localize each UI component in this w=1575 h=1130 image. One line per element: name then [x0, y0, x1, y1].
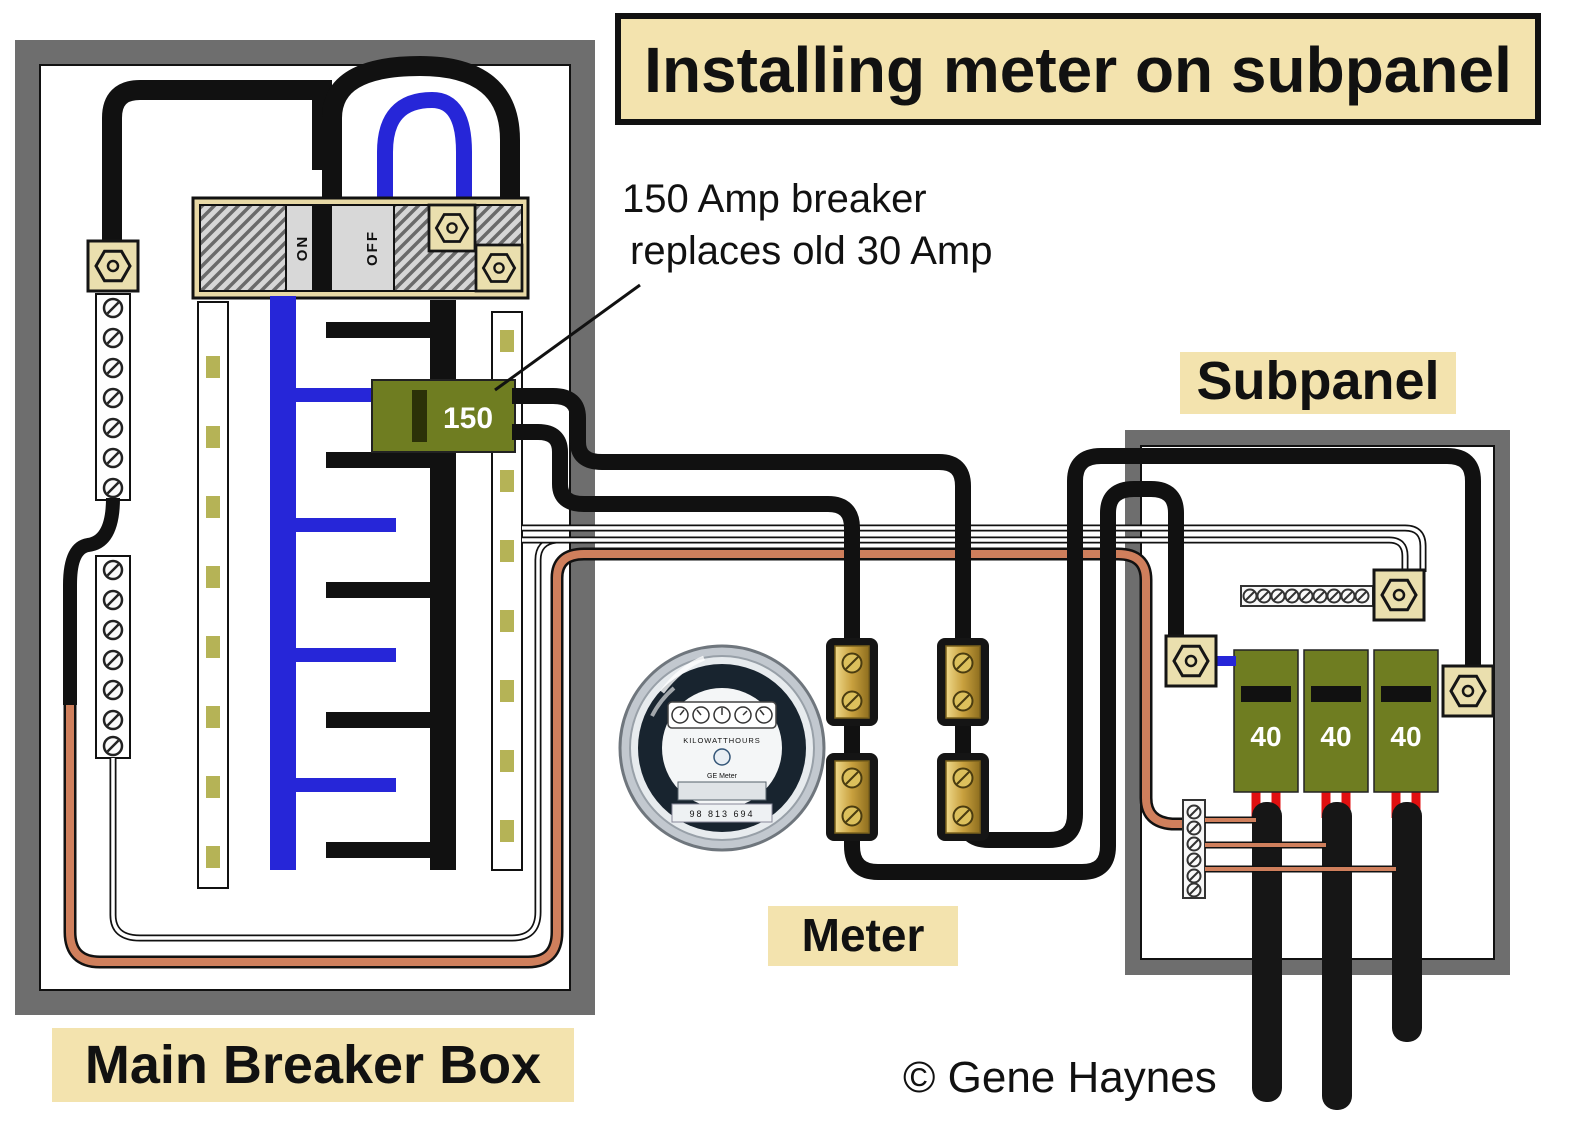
brass-lug-icon — [936, 752, 990, 842]
breaker-40-1-label: 40 — [1250, 721, 1281, 752]
screw-icon — [1186, 868, 1202, 884]
wire-white-inner — [111, 538, 557, 940]
screw-icon — [102, 327, 124, 349]
service-wire-black-loop — [322, 55, 520, 210]
breaker-40-2-label: 40 — [1320, 721, 1351, 752]
screw-icon — [102, 387, 124, 409]
annotation-pointer-line — [494, 283, 641, 392]
meter-dials — [671, 706, 773, 724]
screw-icon — [102, 649, 124, 671]
screw-icon — [1284, 588, 1300, 604]
screw-icon — [102, 477, 124, 499]
cable-3 — [1392, 802, 1422, 1042]
subpanel-label-text: Subpanel — [1196, 351, 1439, 411]
screw-icon — [1270, 588, 1286, 604]
screw-icon — [102, 559, 124, 581]
breaker-150: 150 — [371, 379, 516, 453]
main-breaker-box-label: Main Breaker Box — [52, 1028, 574, 1102]
screw-icon — [1186, 804, 1202, 820]
screw-icon — [1256, 588, 1272, 604]
title-banner: Installing meter on subpanel — [615, 13, 1541, 125]
main-switch: ON OFF — [191, 196, 530, 300]
subpanel-label: Subpanel — [1180, 351, 1456, 414]
title-text: Installing meter on subpanel — [644, 34, 1512, 106]
meter-glass-highlight — [650, 686, 676, 717]
breaker-150-handle — [412, 390, 427, 442]
screw-icon — [1186, 836, 1202, 852]
meter-glass-highlight — [660, 655, 705, 694]
screw-icon — [1312, 588, 1328, 604]
neutral-jumper-wire — [63, 497, 120, 705]
annotation-line2: replaces old 30 Amp — [630, 229, 992, 273]
meter-face-title: KILOWATTHOURS — [683, 736, 761, 745]
wire-neutral-2 — [522, 538, 1407, 572]
wire-copper — [66, 550, 1186, 966]
screw-icon — [102, 679, 124, 701]
cable-1 — [1252, 802, 1282, 1102]
screw-icon — [102, 417, 124, 439]
meter-nameplate — [677, 781, 767, 801]
switch-off-label: OFF — [364, 230, 381, 266]
meter-serial-strip — [671, 803, 773, 823]
wire-hot-2 — [512, 424, 1184, 880]
meter-label: Meter — [768, 906, 958, 966]
screw-icon — [102, 735, 124, 757]
annotation-line1: 150 Amp breaker — [622, 177, 927, 221]
cable-2 — [1322, 802, 1352, 1110]
meter-serial: 98 813 694 — [689, 809, 754, 819]
brass-lug-icon — [825, 752, 879, 842]
copper-jumpers — [1205, 816, 1396, 873]
breaker-40-3-label: 40 — [1390, 721, 1421, 752]
screw-icon — [102, 619, 124, 641]
brass-lug-icon — [936, 637, 990, 727]
subpanel-overlays — [1164, 568, 1495, 899]
bus-bar-blue — [270, 296, 296, 870]
screw-icon — [1354, 588, 1370, 604]
hex-bolt-icon — [1441, 664, 1495, 718]
copyright-text: © Gene Haynes — [903, 1053, 1217, 1102]
hex-bolt-icon — [427, 203, 477, 253]
breaker-40-1: 40 — [1233, 649, 1299, 793]
screw-icon — [102, 709, 124, 731]
hex-bolt-icon — [1164, 634, 1218, 688]
main-switch-hatch-left — [199, 204, 287, 292]
main-breaker-box-label-text: Main Breaker Box — [85, 1035, 541, 1095]
meter-brand: GE Meter — [707, 773, 738, 780]
screw-icon — [1326, 588, 1342, 604]
main-breaker-box: ON OFF — [15, 40, 595, 1015]
brass-lug-icon — [825, 637, 879, 727]
screw-icon — [1242, 588, 1258, 604]
wire-neutral-1 — [522, 526, 1425, 572]
hex-bolt-icon — [474, 243, 524, 293]
electric-meter: KILOWATTHOURS GE Meter 98 813 694 — [618, 644, 826, 852]
ge-logo-icon — [713, 748, 731, 766]
screw-icon — [1340, 588, 1356, 604]
screw-icon — [1298, 588, 1314, 604]
breaker-150-label: 150 — [443, 402, 493, 435]
screw-icon — [102, 357, 124, 379]
screw-icon — [1186, 852, 1202, 868]
switch-on-label: ON — [294, 235, 311, 262]
screw-icon — [102, 447, 124, 469]
hex-bolt-icon — [86, 239, 140, 293]
branch-breaker-bars — [296, 322, 456, 858]
breaker-40-3: 40 — [1373, 649, 1439, 793]
service-wire-black-left — [102, 80, 332, 268]
screw-icon — [1186, 882, 1202, 898]
screw-icon — [102, 297, 124, 319]
main-switch-handle — [312, 205, 332, 291]
meter-label-text: Meter — [802, 909, 925, 961]
service-wire-blue-loop — [377, 91, 472, 210]
annotation: 150 Amp breaker replaces old 30 Amp — [494, 177, 992, 392]
screw-icon — [1186, 820, 1202, 836]
hex-bolt-icon — [1372, 568, 1426, 622]
screw-icon — [102, 589, 124, 611]
breaker-slot-strip-left — [197, 301, 229, 889]
breaker-40-2: 40 — [1303, 649, 1369, 793]
